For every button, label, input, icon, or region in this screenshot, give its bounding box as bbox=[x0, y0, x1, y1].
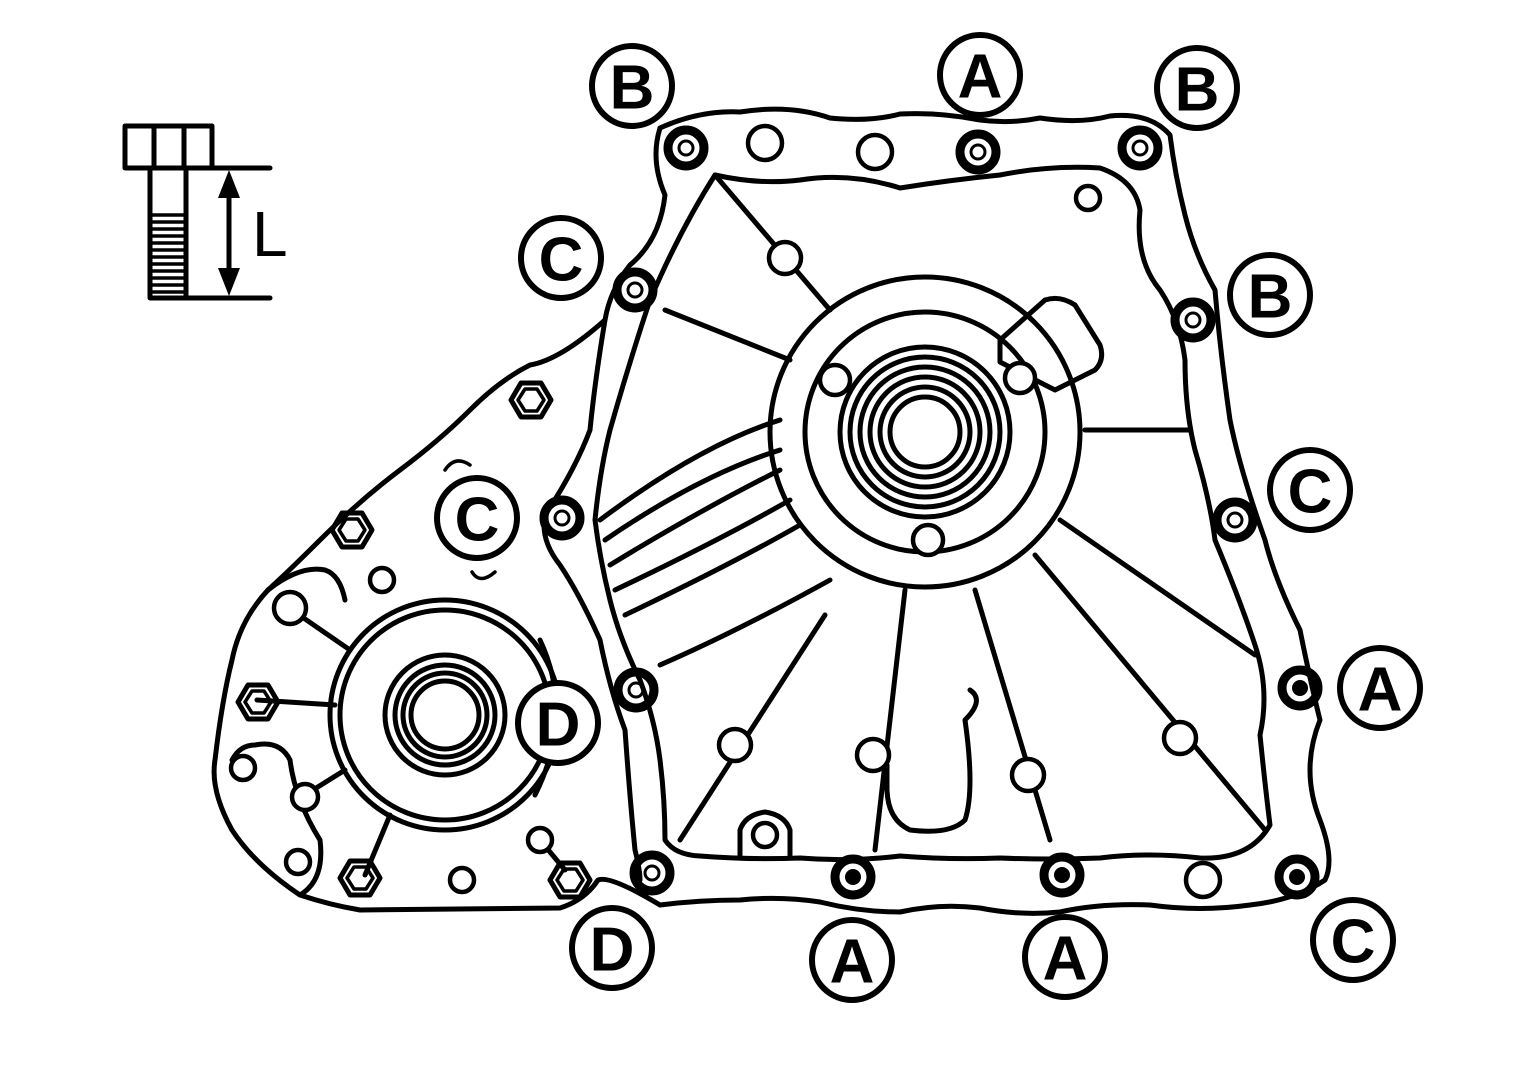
svg-text:C: C bbox=[1288, 458, 1333, 527]
bolt-c2 bbox=[539, 495, 585, 541]
svg-text:C: C bbox=[1331, 908, 1376, 977]
bolt-d1 bbox=[613, 667, 659, 713]
callout-b2: B bbox=[1154, 45, 1240, 131]
svg-text:D: D bbox=[536, 691, 581, 760]
bolt-locations bbox=[539, 125, 1323, 900]
inner-rib-contour bbox=[229, 164, 1273, 898]
bolt-c3 bbox=[1212, 497, 1258, 543]
callout-c2: C bbox=[434, 475, 520, 561]
bolt-d2 bbox=[629, 850, 675, 896]
callout-a4: A bbox=[1022, 914, 1108, 1000]
length-label: L bbox=[252, 198, 288, 270]
svg-text:A: A bbox=[958, 43, 1003, 112]
callout-c3: C bbox=[1267, 447, 1353, 533]
svg-text:C: C bbox=[455, 486, 500, 555]
bolt-b1 bbox=[663, 125, 709, 171]
svg-text:B: B bbox=[1175, 56, 1220, 125]
bolt-head bbox=[122, 123, 215, 171]
svg-text:A: A bbox=[830, 928, 875, 997]
callout-c4: C bbox=[1310, 897, 1396, 983]
callout-d1: D bbox=[515, 680, 601, 766]
bolt-length-legend: L bbox=[122, 123, 288, 301]
svg-text:D: D bbox=[590, 916, 635, 985]
bolt-a4 bbox=[1039, 852, 1085, 898]
svg-text:C: C bbox=[539, 226, 584, 295]
case-outline bbox=[211, 106, 1332, 916]
callout-d2: D bbox=[569, 905, 655, 991]
callout-c1: C bbox=[518, 215, 604, 301]
svg-text:A: A bbox=[1043, 925, 1088, 994]
bolt-shank bbox=[147, 165, 189, 301]
bolt-callouts: B A B C B C C D A D A A C bbox=[434, 32, 1423, 1003]
svg-text:B: B bbox=[1248, 263, 1293, 332]
main-output-bore bbox=[767, 274, 1105, 590]
callout-a1: A bbox=[937, 32, 1023, 118]
arrow-down-icon bbox=[218, 268, 240, 296]
bolt-a2 bbox=[1277, 665, 1323, 711]
plain-holes bbox=[228, 123, 1223, 900]
bolt-b3 bbox=[1170, 297, 1216, 343]
bolt-c1 bbox=[612, 267, 658, 313]
svg-text:A: A bbox=[1358, 656, 1403, 725]
bolt-b2 bbox=[1117, 125, 1163, 171]
bolt-a1 bbox=[955, 129, 1001, 175]
bolt-a3 bbox=[830, 854, 876, 900]
bolt-thread bbox=[150, 213, 186, 294]
hex-bolt-heads bbox=[235, 380, 593, 900]
arrow-up-icon bbox=[218, 170, 240, 198]
svg-text:B: B bbox=[610, 54, 655, 123]
callout-b1: B bbox=[589, 43, 675, 129]
bolt-c4 bbox=[1274, 854, 1320, 900]
callout-a2: A bbox=[1337, 645, 1423, 731]
callout-a3: A bbox=[809, 917, 895, 1003]
callout-b3: B bbox=[1227, 252, 1313, 338]
